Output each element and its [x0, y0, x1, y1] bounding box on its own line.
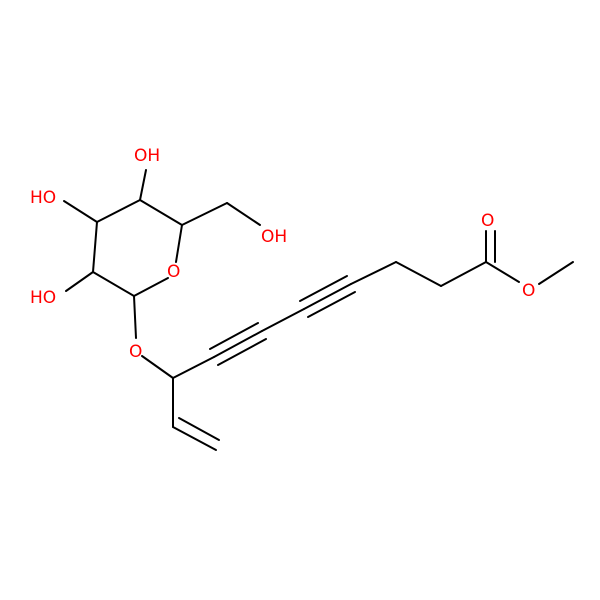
atom-label-glycosidic-o: O	[129, 342, 142, 362]
bond-c1-ring-o	[133, 277, 169, 297]
bond-c1-glycosidic-o	[133, 295, 137, 339]
bond-ring-o-c5	[175, 224, 183, 263]
bonds	[63, 169, 574, 451]
bond-c7-c6-triple-a	[213, 330, 263, 358]
bond-c4-c3	[96, 199, 141, 223]
bond-c5-c4-triple-a	[303, 283, 352, 310]
bond-c5-c4-triple-b	[299, 275, 348, 302]
atom-label-ester-o: O	[522, 281, 535, 301]
atom-label-oh-c2: HO	[30, 288, 56, 308]
bond-c7-c6-triple-c	[217, 338, 267, 366]
bond-c5-c6	[181, 202, 228, 226]
bond-c4-oh	[139, 169, 147, 201]
bond-ester-o-methyl	[538, 261, 574, 285]
bond-c3-oh	[63, 200, 98, 223]
bond-c2-c1	[92, 271, 135, 297]
bond-c8-c7	[172, 356, 215, 379]
bond-c6-c5	[261, 308, 305, 332]
bond-c2-oh	[65, 271, 94, 292]
bond-c3-c2	[92, 221, 98, 273]
bond-c4-c3	[350, 261, 397, 285]
bond-c3-c2	[395, 261, 442, 287]
atom-label-ring-o: O	[167, 262, 180, 282]
atom-label-oh-c6: OH	[261, 227, 287, 247]
atom-label-oh-c4: OH	[134, 146, 160, 166]
bond-c9-c10-double	[178, 417, 220, 441]
bond-c1-ester-o	[485, 261, 520, 283]
bond-glycosidic-o-c8	[141, 355, 174, 379]
bond-c5-c4	[139, 199, 183, 226]
bond-c2-c1	[440, 261, 487, 287]
bond-c9-c10	[172, 426, 217, 451]
bond-c5-c4-triple-c	[307, 291, 356, 318]
atom-label-oh-c3: HO	[30, 188, 56, 208]
bond-c7-c6-triple-b	[209, 322, 259, 350]
bond-c6-oh	[226, 202, 261, 226]
atom-label-carbonyl-o: O	[481, 211, 494, 231]
atom-labels: OH HO HO OH O O O O	[30, 146, 535, 362]
